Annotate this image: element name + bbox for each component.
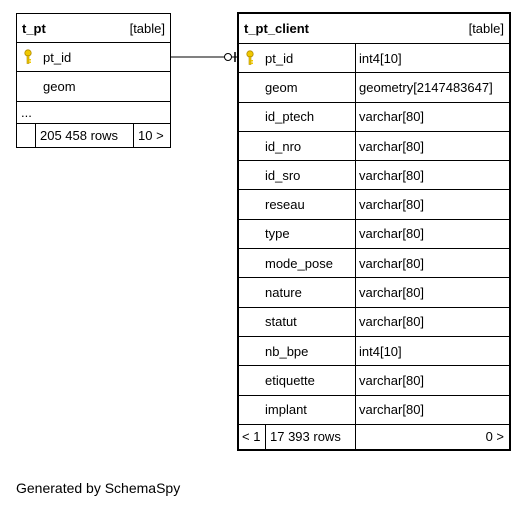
column-row[interactable]: statut varchar[80] <box>239 307 509 337</box>
column-row[interactable]: nb_bpe int4[10] <box>239 336 509 367</box>
column-type: varchar[80] <box>355 366 509 395</box>
column-type: varchar[80] <box>355 131 509 161</box>
row-count: 17 393 rows <box>266 424 356 449</box>
column-name: reseau <box>265 197 305 213</box>
column-row[interactable]: id_ptech varchar[80] <box>239 102 509 132</box>
column-name: etiquette <box>265 372 315 388</box>
column-row[interactable]: reseau varchar[80] <box>239 190 509 220</box>
column-row[interactable]: nature varchar[80] <box>239 278 509 308</box>
primary-key-icon <box>239 44 261 72</box>
column-row[interactable]: id_sro varchar[80] <box>239 161 509 191</box>
table-t-pt[interactable]: t_pt [table] pt_id geom ... 205 458 rows… <box>16 13 171 148</box>
zero-or-more-marker <box>224 53 232 61</box>
column-name: id_nro <box>265 138 302 154</box>
parents-link[interactable]: < 1 <box>239 424 266 449</box>
column-name: statut <box>265 314 297 330</box>
column-name: geom <box>265 79 298 95</box>
primary-key-icon <box>17 43 39 71</box>
column-type: varchar[80] <box>355 102 509 131</box>
table-kind: [table] <box>129 20 165 36</box>
column-row[interactable]: type varchar[80] <box>239 219 509 250</box>
column-type: varchar[80] <box>355 249 509 278</box>
column-name: mode_pose <box>265 255 333 271</box>
column-name: geom <box>43 78 76 94</box>
children-link[interactable]: 0 > <box>485 429 504 445</box>
table-name[interactable]: t_pt <box>22 20 46 36</box>
table-name[interactable]: t_pt_client <box>244 21 310 36</box>
column-row[interactable]: id_nro varchar[80] <box>239 131 509 162</box>
column-type: varchar[80] <box>355 219 509 249</box>
ellipsis: ... <box>21 104 32 120</box>
column-type: varchar[80] <box>355 278 509 307</box>
column-name: nature <box>265 285 302 301</box>
column-row[interactable]: implant varchar[80] <box>239 395 509 425</box>
children-link[interactable]: 10 > <box>138 127 164 143</box>
column-type: int4[10] <box>355 44 509 73</box>
column-name: type <box>265 226 290 242</box>
column-name: pt_id <box>265 50 294 66</box>
column-name: id_ptech <box>265 109 315 125</box>
table-footer: 205 458 rows 10 > <box>17 123 170 147</box>
column-type: varchar[80] <box>355 395 509 424</box>
table-kind: [table] <box>468 21 504 36</box>
column-type: geometry[2147483647] <box>355 73 509 102</box>
column-name: nb_bpe <box>265 343 309 359</box>
row-count: 205 458 rows <box>36 123 134 147</box>
column-row[interactable]: etiquette varchar[80] <box>239 366 509 396</box>
table-header[interactable]: t_pt [table] <box>17 14 170 43</box>
table-footer: < 1 17 393 rows 0 > <box>239 424 509 449</box>
column-row[interactable]: geom <box>17 72 170 102</box>
column-name: id_sro <box>265 167 301 183</box>
generated-by-credit: Generated by SchemaSpy <box>16 480 181 496</box>
column-type: varchar[80] <box>355 161 509 190</box>
column-name: implant <box>265 402 307 418</box>
column-row[interactable]: pt_id <box>17 43 170 73</box>
column-row[interactable]: mode_pose varchar[80] <box>239 249 509 279</box>
table-header[interactable]: t_pt_client [table] <box>239 14 509 44</box>
column-type: varchar[80] <box>355 307 509 336</box>
column-name: pt_id <box>43 49 72 65</box>
column-row[interactable]: pt_id int4[10] <box>239 44 509 74</box>
column-row[interactable]: geom geometry[2147483647] <box>239 73 509 103</box>
column-type: varchar[80] <box>355 190 509 219</box>
column-type: int4[10] <box>355 336 509 366</box>
more-columns-row: ... <box>17 102 170 124</box>
